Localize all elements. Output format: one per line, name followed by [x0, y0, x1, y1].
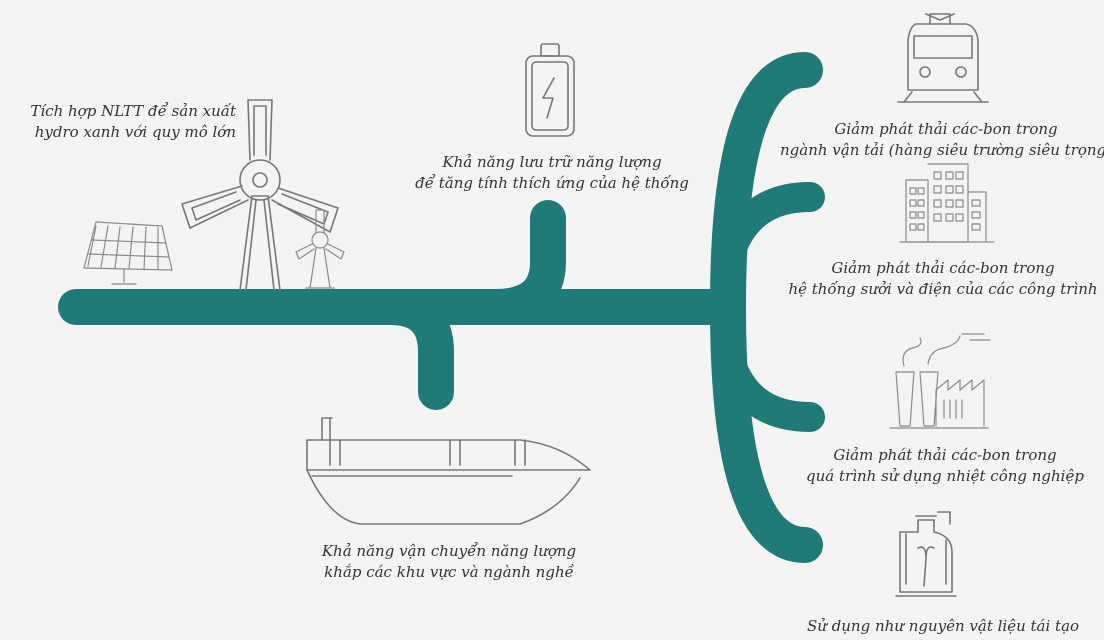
label-renewable-hydrogen-line2: hydro xanh với quy mô lớn: [30, 122, 236, 143]
branch-down-transport: [390, 307, 436, 392]
label-buildings-line1: Giảm phát thải các-bon trong: [788, 258, 1097, 279]
label-energy-storage-line2: để tăng tính thích ứng của hệ thống: [415, 173, 689, 194]
label-buildings-line2: hệ thống sưởi và điện của các công trình: [788, 279, 1097, 300]
label-energy-storage-line1: Khả năng lưu trữ năng lượng: [415, 152, 689, 173]
label-energy-transport-line2: khắp các khu vực và ngành nghề: [322, 562, 576, 583]
label-buildings-decarbonization: Giảm phát thải các-bon trong hệ thống sư…: [788, 258, 1097, 300]
label-transport-line2: ngành vận tải (hàng siêu trường siêu trọ…: [780, 140, 1104, 161]
label-feedstock-line1: Sử dụng như nguyên vật liệu tái tạo: [807, 616, 1079, 637]
label-industry-line2: quá trình sử dụng nhiệt công nghiệp: [806, 466, 1084, 487]
label-feedstock: Sử dụng như nguyên vật liệu tái tạo: [807, 616, 1079, 637]
bottles-icon: [896, 512, 956, 596]
label-industry-decarbonization: Giảm phát thải các-bon trong quá trình s…: [806, 445, 1084, 487]
label-energy-transport-line1: Khả năng vận chuyển năng lượng: [322, 541, 576, 562]
label-energy-storage: Khả năng lưu trữ năng lượng để tăng tính…: [415, 152, 689, 194]
label-transport-line1: Giảm phát thải các-bon trong: [780, 119, 1104, 140]
battery-icon: [526, 44, 574, 136]
label-transport-decarbonization: Giảm phát thải các-bon trong ngành vận t…: [780, 119, 1104, 161]
ship-icon: [307, 418, 590, 524]
label-renewable-hydrogen-line1: Tích hợp NLTT để sản xuất: [30, 101, 236, 122]
train-icon: [898, 14, 988, 102]
factory-icon: [890, 334, 990, 428]
label-renewable-hydrogen: Tích hợp NLTT để sản xuất hydro xanh với…: [30, 101, 236, 143]
building-icon: [900, 164, 994, 242]
solar-panel-icon: [84, 222, 172, 284]
branch-up-storage: [495, 218, 548, 307]
label-industry-line1: Giảm phát thải các-bon trong: [806, 445, 1084, 466]
label-energy-transport: Khả năng vận chuyển năng lượng khắp các …: [322, 541, 576, 583]
